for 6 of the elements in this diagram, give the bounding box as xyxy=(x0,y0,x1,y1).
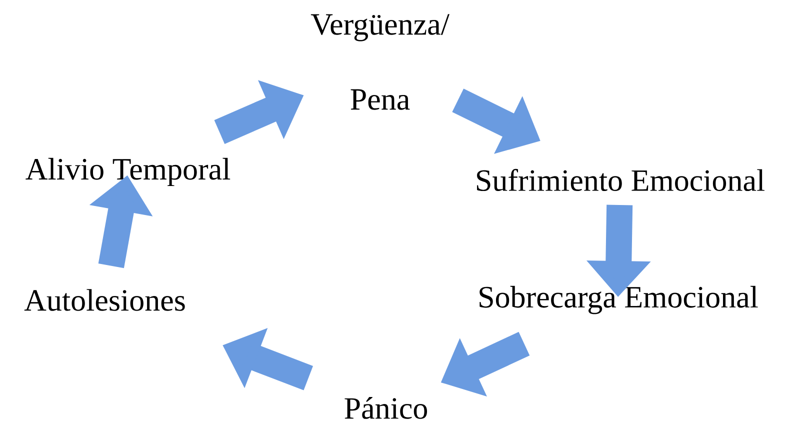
cycle-label: Alivio Temporal xyxy=(26,158,230,186)
cycle-label: Sobrecarga Emocional xyxy=(480,286,758,314)
cycle-label: Autolesiones xyxy=(24,289,185,311)
cycle-label: Sufrimiento Emocional xyxy=(477,168,764,192)
cycle-label: Vergüenza/ Pena xyxy=(310,14,450,110)
cycle-label: Pánico xyxy=(344,397,428,419)
